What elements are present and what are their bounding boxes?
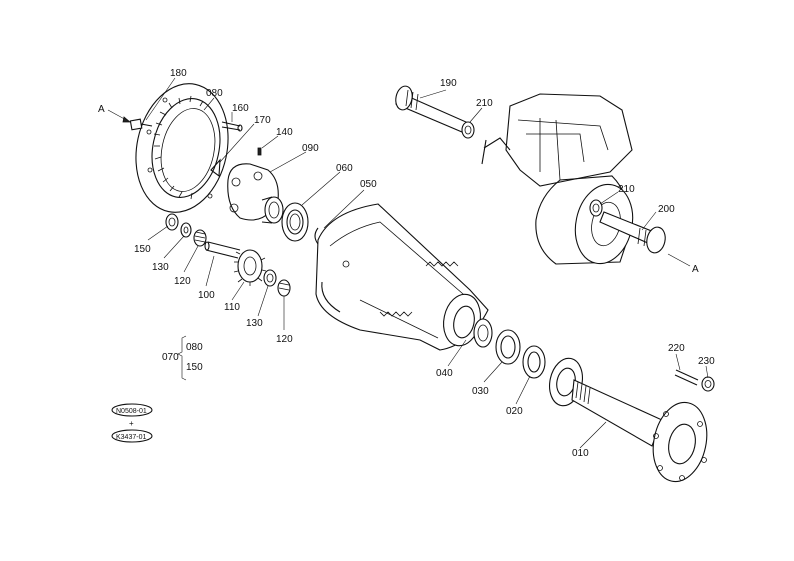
callout-220: 220: [668, 343, 685, 354]
callout-120: 120: [174, 276, 191, 287]
callout-050: 050: [360, 179, 377, 190]
callout-080-group: 080: [186, 342, 203, 353]
callout-140: 140: [276, 127, 293, 138]
marker-a-right: A: [692, 264, 699, 275]
washer-150: [165, 213, 179, 231]
bolt-180: [129, 118, 153, 131]
callout-190: 190: [440, 78, 457, 89]
callout-210: 210: [476, 98, 493, 109]
washer-210a: [461, 121, 475, 139]
callout-040: 040: [436, 368, 453, 379]
bearing-060: [281, 202, 309, 242]
callout-110: 110: [224, 302, 240, 313]
callout-130: 130: [246, 318, 263, 329]
callout-labels: 180 080 160 170 140 090 060 050 150 130 …: [134, 68, 715, 459]
callout-230: 230: [698, 356, 715, 367]
group-bracket-070: [177, 335, 187, 381]
callout-160: 160: [232, 103, 249, 114]
marker-a-left: A: [98, 104, 105, 115]
callout-080: 080: [206, 88, 223, 99]
axle-shaft: [549, 357, 708, 483]
callout-170: 170: [254, 115, 271, 126]
callout-010: 010: [572, 448, 589, 459]
washer-130b: [263, 269, 277, 287]
serial-separator: +: [129, 419, 134, 428]
callout-070: 070: [162, 352, 179, 363]
callout-120: 120: [276, 334, 293, 345]
callout-090: 090: [302, 143, 319, 154]
arrow-a-right: [667, 253, 691, 267]
callout-060: 060: [336, 163, 353, 174]
shaft-190: [395, 85, 467, 133]
leader-lines: [145, 77, 709, 449]
clip-170: [210, 158, 221, 178]
shaft-200: [599, 211, 666, 254]
serial-ovals: [111, 403, 153, 443]
needle-bearing-120a: [193, 229, 207, 247]
arrow-a-left: [107, 109, 132, 123]
callout-150-group: 150: [186, 362, 203, 373]
pin-140: [257, 147, 262, 156]
planet-gear-110: [233, 249, 267, 286]
washer-210b: [589, 199, 603, 217]
serial-lower: K3437-01: [116, 434, 146, 441]
bearing-030: [495, 329, 521, 365]
serial-upper: N0508-01: [116, 408, 147, 415]
callout-020: 020: [506, 406, 523, 417]
transmission-case: [481, 93, 634, 265]
planet-shaft-100: [204, 241, 241, 259]
callout-200: 200: [658, 204, 675, 215]
needle-bearing-120b: [277, 279, 291, 297]
callout-150: 150: [134, 244, 151, 255]
washer-130a: [180, 222, 192, 238]
callout-210: 210: [618, 184, 635, 195]
callout-100: 100: [198, 290, 215, 301]
seal-040: [473, 318, 493, 348]
ring-gear: [135, 83, 229, 213]
stud-220: [674, 369, 699, 386]
pin-160: [221, 121, 243, 132]
callout-130: 130: [152, 262, 169, 273]
planet-carrier: [227, 163, 284, 224]
callout-030: 030: [472, 386, 489, 397]
callout-180: 180: [170, 68, 187, 79]
seal-020: [522, 345, 546, 379]
nut-230: [701, 376, 715, 392]
